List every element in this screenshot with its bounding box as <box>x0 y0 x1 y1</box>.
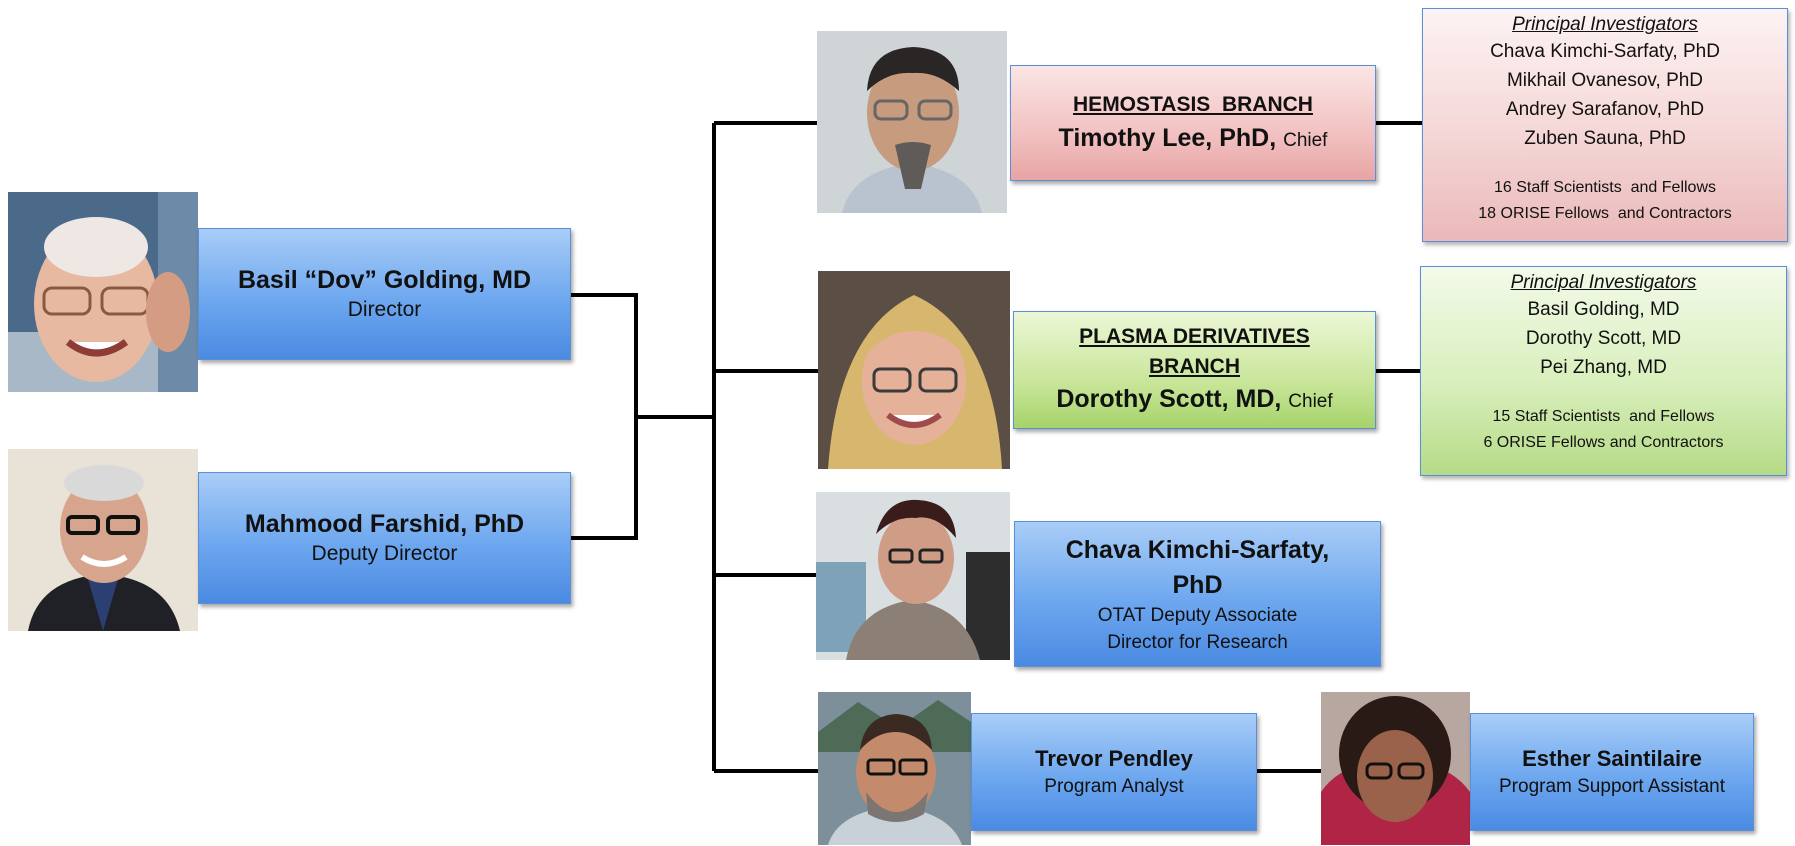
plasma-chief-suffix: Chief <box>1288 390 1333 412</box>
plasma-fellows-count: 6 ORISE Fellows and Contractors <box>1483 434 1724 451</box>
deputy-director-name: Mahmood Farshid, PhD <box>244 510 525 538</box>
hemostasis-staff-count: 16 Staff Scientists and Fellows <box>1493 179 1717 196</box>
plasma-chief-photo <box>818 271 1010 469</box>
hemostasis-chief-suffix: Chief <box>1283 129 1328 151</box>
hemostasis-chief: Timothy Lee, PhD, Chief <box>1059 121 1328 158</box>
director-box: Basil “Dov” Golding, MD Director <box>198 228 571 360</box>
deputy-director-box: Mahmood Farshid, PhD Deputy Director <box>198 472 571 604</box>
assistant-photo <box>1321 692 1470 845</box>
plasma-chief: Dorothy Scott, MD, Chief <box>1056 382 1332 419</box>
deputy-associate-box: Chava Kimchi-Sarfaty, PhD OTAT Deputy As… <box>1014 521 1381 667</box>
hemostasis-chief-name: Timothy Lee, PhD, <box>1058 123 1277 152</box>
plasma-branch-title-line1: PLASMA DERIVATIVES <box>1079 324 1310 348</box>
deputy-associate-role-line1: OTAT Deputy Associate <box>1097 605 1298 626</box>
assistant-box: Esther Saintilaire Program Support Assis… <box>1470 713 1754 831</box>
plasma-branch-title-line2: BRANCH <box>1149 354 1240 378</box>
plasma-staff-count: 15 Staff Scientists and Fellows <box>1492 408 1715 425</box>
analyst-role: Program Analyst <box>1044 776 1184 797</box>
assistant-role: Program Support Assistant <box>1499 776 1725 797</box>
deputy-associate-name-line2: PhD <box>1172 571 1223 599</box>
hemostasis-pi-name: Mikhail Ovanesov, PhD <box>1506 70 1704 91</box>
hemostasis-pi-name: Zuben Sauna, PhD <box>1524 128 1686 149</box>
plasma-box: PLASMA DERIVATIVES BRANCH Dorothy Scott,… <box>1013 311 1376 429</box>
director-name: Basil “Dov” Golding, MD <box>237 266 532 294</box>
plasma-pi-name: Dorothy Scott, MD <box>1525 328 1682 349</box>
deputy-associate-role-line2: Director for Research <box>1107 632 1288 653</box>
analyst-photo <box>818 692 971 845</box>
hemostasis-pi-name: Chava Kimchi-Sarfaty, PhD <box>1490 41 1720 62</box>
deputy-director-role: Deputy Director <box>311 542 458 565</box>
director-role: Director <box>347 298 422 321</box>
director-photo <box>8 192 198 392</box>
hemostasis-pi-title: Principal Investigators <box>1512 14 1698 35</box>
plasma-chief-name: Dorothy Scott, MD, <box>1056 384 1282 413</box>
plasma-pi-title: Principal Investigators <box>1510 272 1697 293</box>
hemostasis-fellows-count: 18 ORISE Fellows and Contractors <box>1478 205 1732 222</box>
deputy-associate-name-line1: Chava Kimchi-Sarfaty, <box>1065 536 1330 564</box>
hemostasis-pi-panel: Principal Investigators Chava Kimchi-Sar… <box>1422 8 1788 242</box>
hemostasis-chief-photo <box>817 31 1007 213</box>
connector-leaders-bracket <box>568 293 638 540</box>
hemostasis-pi-name: Andrey Sarafanov, PhD <box>1505 99 1705 120</box>
hemostasis-box: HEMOSTASIS BRANCH Timothy Lee, PhD, Chie… <box>1010 65 1376 181</box>
analyst-box: Trevor Pendley Program Analyst <box>971 713 1257 831</box>
plasma-pi-panel: Principal Investigators Basil Golding, M… <box>1420 266 1787 476</box>
deputy-associate-photo <box>816 492 1010 660</box>
assistant-name: Esther Saintilaire <box>1522 746 1702 771</box>
plasma-pi-name: Pei Zhang, MD <box>1540 357 1667 378</box>
analyst-name: Trevor Pendley <box>1035 746 1193 771</box>
plasma-pi-name: Basil Golding, MD <box>1527 299 1680 320</box>
deputy-director-photo <box>8 449 198 631</box>
hemostasis-branch-title: HEMOSTASIS BRANCH <box>1073 92 1313 116</box>
